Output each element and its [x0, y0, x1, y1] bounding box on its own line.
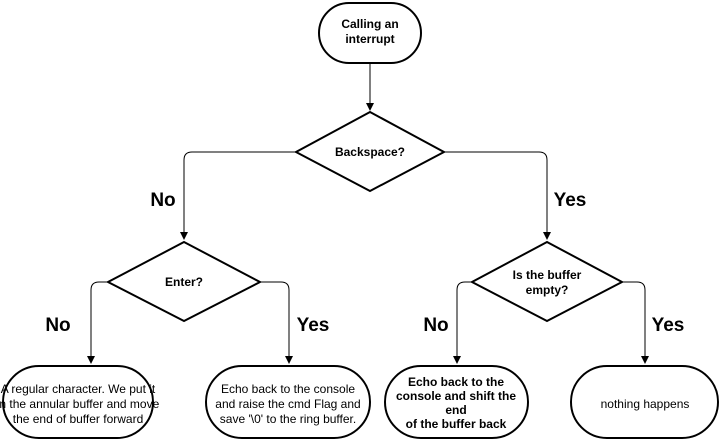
- label-backspace-yes: Yes: [554, 190, 587, 211]
- buffer-empty-label-line-2: empty?: [526, 283, 569, 297]
- edge-buffer-no: [456, 281, 472, 360]
- arrowhead: [180, 232, 188, 240]
- buffer-empty-label-line-1: Is the buffer: [513, 268, 582, 282]
- label-enter-no: No: [45, 315, 70, 336]
- echo-shift-line-1: Echo back to the: [408, 375, 504, 389]
- node-start: Calling an interrupt: [318, 2, 422, 64]
- label-buffer-no: No: [423, 315, 448, 336]
- terminal-echo-cmd: Echo back to the console and raise the c…: [205, 365, 371, 439]
- arrowhead: [366, 103, 374, 111]
- edge-enter-yes: [260, 281, 290, 360]
- arrowhead: [87, 356, 95, 364]
- terminal-echo-shift: Echo back to the console and shift the e…: [384, 365, 529, 439]
- echo-cmd-line-3: save '\0' to the ring buffer.: [220, 412, 356, 426]
- decision-enter: Enter?: [105, 240, 263, 323]
- backspace-label: Backspace?: [335, 145, 405, 159]
- terminal-regular-char: A regular character. We put it in the an…: [0, 365, 160, 439]
- terminal-nothing: nothing happens: [570, 365, 719, 439]
- edges: [87, 64, 649, 364]
- edge-enter-no: [90, 281, 108, 360]
- decision-buffer-empty: Is the buffer empty?: [469, 240, 625, 323]
- echo-shift-line-3: end: [445, 403, 466, 417]
- arrowhead: [543, 232, 551, 240]
- edge-backspace-yes: [444, 151, 548, 236]
- regular-char-line-1: A regular character. We put it: [1, 382, 156, 396]
- regular-char-line-2: in the annular buffer and move: [0, 397, 160, 411]
- label-enter-yes: Yes: [297, 315, 330, 336]
- start-label-line-1: Calling an: [341, 17, 398, 31]
- edge-buffer-yes: [622, 281, 646, 360]
- echo-shift-line-2: console and shift the: [396, 389, 516, 403]
- echo-cmd-line-2: and raise the cmd Flag and: [215, 397, 360, 411]
- echo-cmd-line-1: Echo back to the console: [221, 382, 355, 396]
- edge-backspace-no: [183, 151, 296, 236]
- label-buffer-yes: Yes: [652, 315, 685, 336]
- regular-char-line-3: the end of buffer forward: [13, 412, 144, 426]
- nothing-label: nothing happens: [601, 397, 690, 411]
- start-label-line-2: interrupt: [345, 32, 394, 46]
- echo-shift-line-4: of the buffer back: [406, 417, 507, 431]
- label-backspace-no: No: [150, 190, 175, 211]
- arrowhead: [285, 356, 293, 364]
- enter-label: Enter?: [165, 275, 203, 289]
- arrowhead: [453, 356, 461, 364]
- decision-backspace: Backspace?: [293, 110, 447, 193]
- arrowhead: [641, 356, 649, 364]
- branch-labels: No Yes No Yes No Yes: [45, 190, 684, 336]
